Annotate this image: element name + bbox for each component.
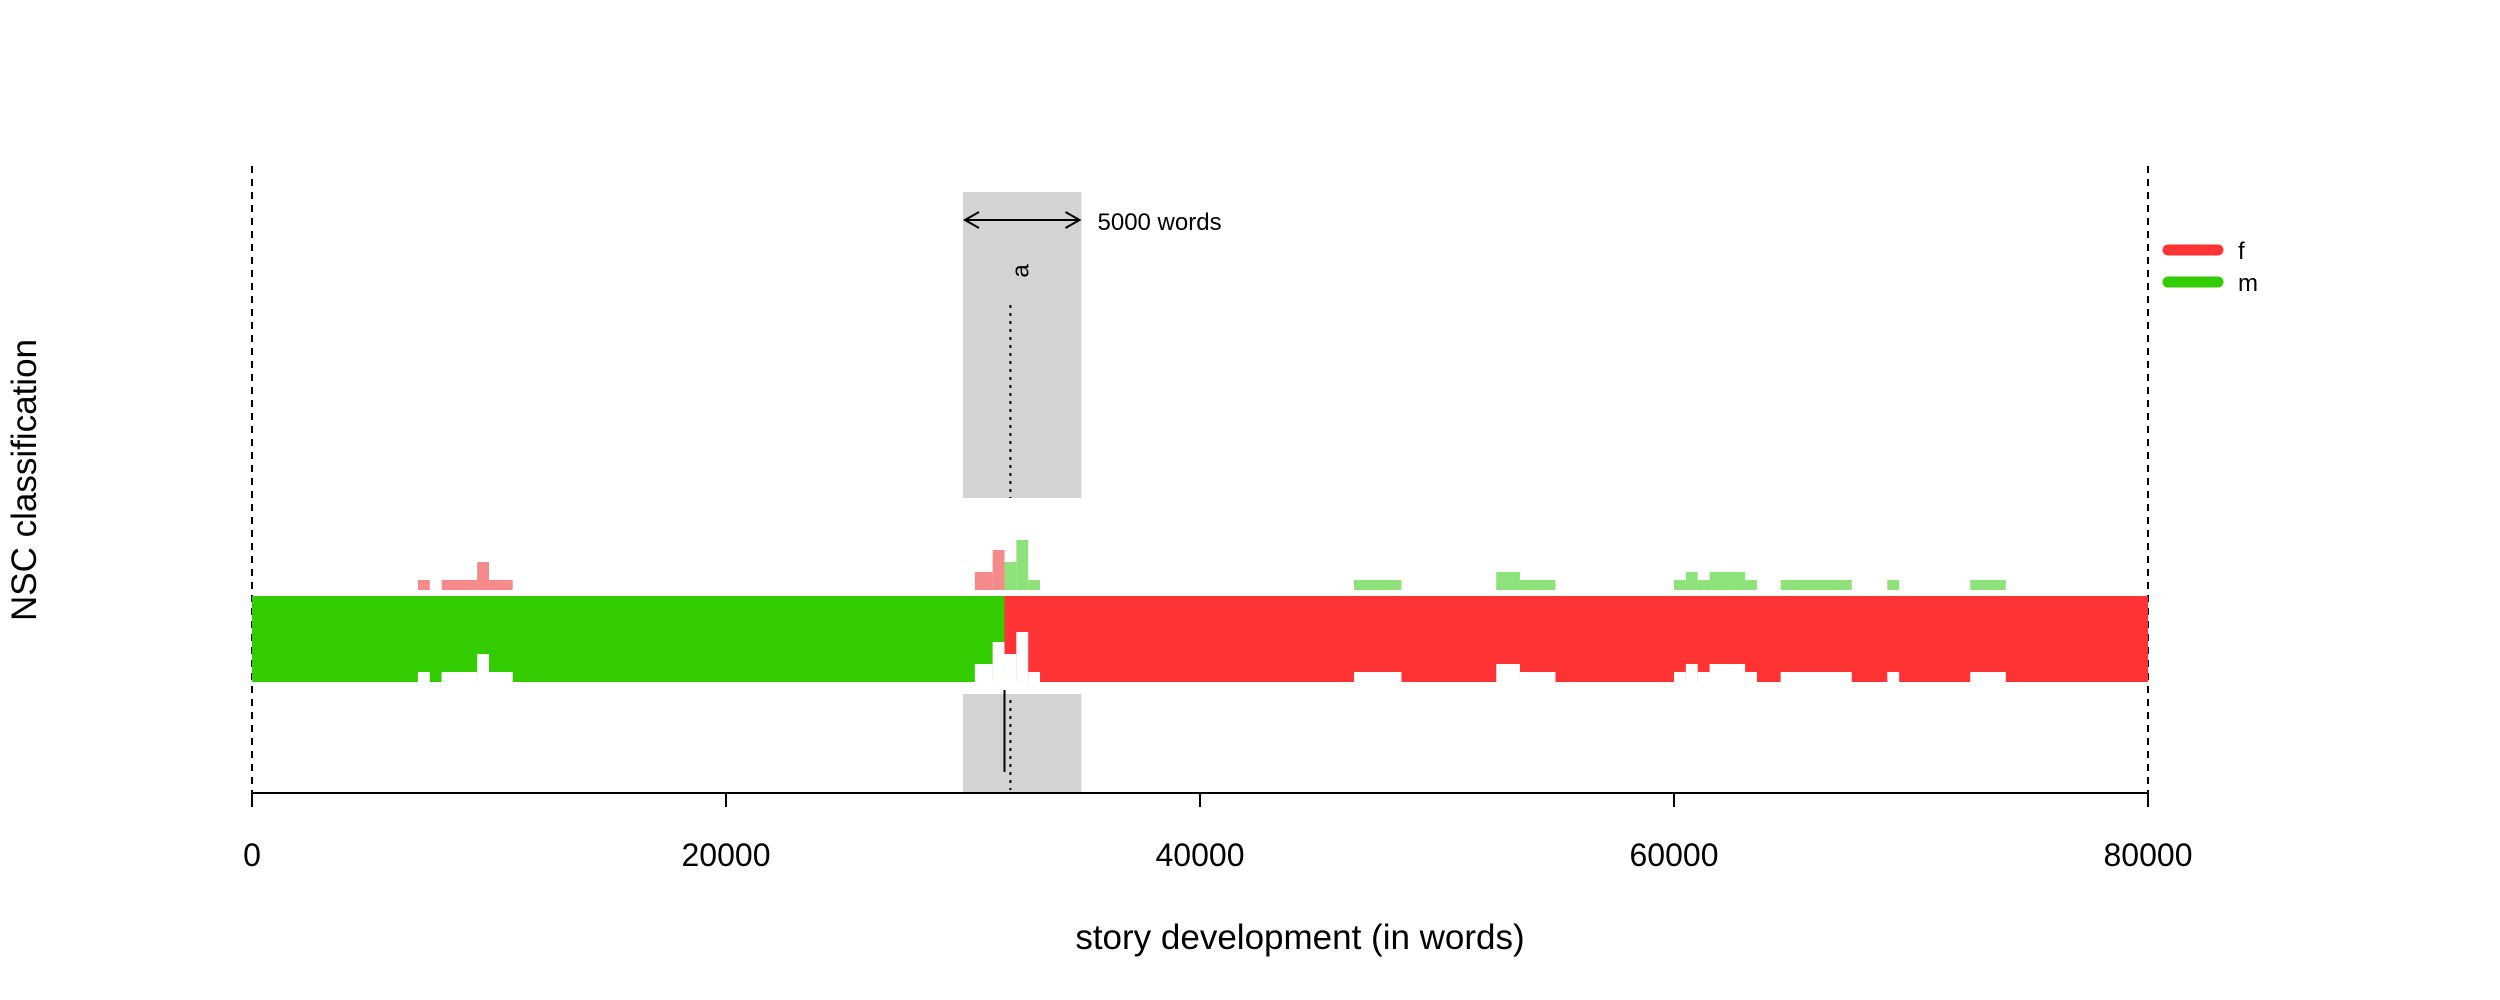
minority-notch-m (1004, 654, 1017, 682)
minority-bar-m (1697, 580, 1710, 590)
minority-notch-m (1970, 672, 2006, 682)
window-layer: 5000 words (962, 192, 1222, 793)
window-arrow-right (1065, 211, 1082, 229)
minority-notch-m (1697, 672, 1710, 682)
minority-notch-m (1016, 632, 1029, 682)
minority-bar-m (1004, 562, 1017, 590)
minority-notch-m (1745, 672, 1757, 682)
minority-notch-f (477, 654, 489, 682)
minority-notch-m (1685, 664, 1698, 682)
minority-notch-f (441, 672, 478, 682)
minority-bar-m (1028, 580, 1041, 590)
minority-notch-f (974, 664, 993, 682)
window-span-label: 5000 words (1098, 209, 1222, 236)
minority-bar-m (1496, 572, 1520, 590)
minority-bar-m (1674, 580, 1686, 590)
annotation-label: a (1007, 264, 1034, 278)
minority-bar-m (1780, 580, 1852, 590)
x-tick-label: 40000 (1156, 837, 1245, 873)
window-arrow-left (962, 211, 980, 229)
minority-bar-f (974, 572, 993, 590)
x-axis: 0 20000 40000 60000 80000 (243, 792, 2193, 873)
x-tick-label: 80000 (2104, 837, 2193, 873)
majority-segment-f (1004, 596, 2148, 682)
minority-bar-f (417, 580, 430, 590)
x-tick-label: 0 (243, 837, 261, 873)
minority-bar-m (1887, 580, 1900, 590)
minority-bar-m (1354, 580, 1402, 590)
minority-bar-m (1745, 580, 1757, 590)
x-tick-label: 60000 (1630, 837, 1719, 873)
minority-bar-f (477, 562, 489, 590)
minority-notch-m (1780, 672, 1852, 682)
minority-notch-f (489, 672, 513, 682)
bars-layer (252, 540, 2148, 682)
legend: fm (2162, 238, 2258, 297)
minority-bar-f (992, 550, 1005, 590)
minority-notch-m (1674, 672, 1686, 682)
minority-notch-m (1354, 672, 1402, 682)
minority-notch-m (1496, 664, 1520, 682)
x-axis-title: story development (in words) (1075, 918, 1524, 957)
window-box-top (963, 192, 1082, 498)
y-axis-title: NSC classification (5, 339, 44, 621)
legend-label-m: m (2238, 270, 2258, 297)
minority-bar-m (1016, 540, 1029, 590)
minority-notch-m (1028, 672, 1041, 682)
x-tick-label: 20000 (682, 837, 771, 873)
minority-bar-m (1709, 572, 1746, 590)
majority-segment-m (252, 596, 1005, 682)
minority-notch-m (1709, 664, 1746, 682)
minority-bar-m (1519, 580, 1556, 590)
boundary-layer (251, 166, 2149, 793)
minority-bar-f (441, 580, 478, 590)
minority-bar-m (1685, 572, 1698, 590)
marker-layer: a (1003, 264, 1034, 790)
minority-notch-m (1519, 672, 1556, 682)
minority-bar-m (1970, 580, 2006, 590)
legend-label-f: f (2238, 238, 2245, 265)
minority-notch-f (992, 642, 1005, 682)
minority-notch-f (417, 672, 430, 682)
minority-bar-f (489, 580, 513, 590)
minority-notch-m (1887, 672, 1900, 682)
window-box-bottom (963, 694, 1082, 793)
